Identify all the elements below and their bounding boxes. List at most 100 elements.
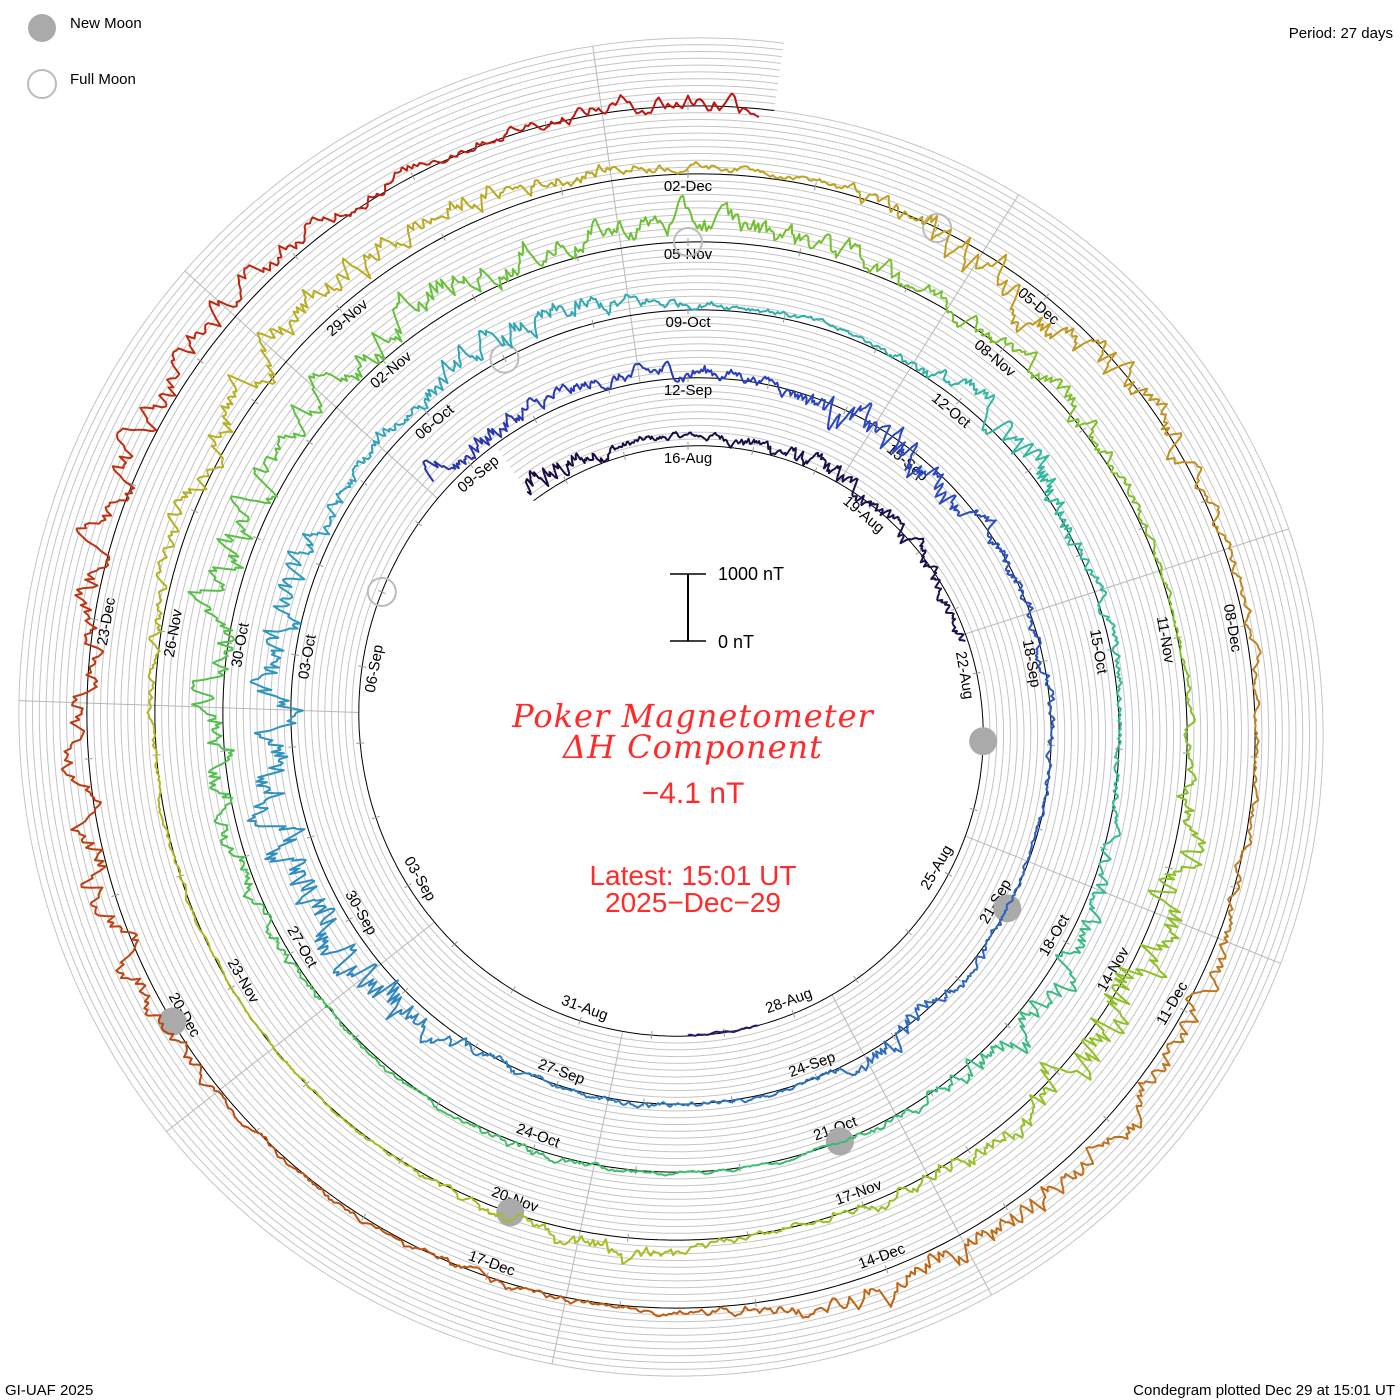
trace-segment [148,626,163,662]
trace-segment [160,530,179,562]
trace-segment [904,457,926,479]
trace-segment [511,241,541,277]
date-label: 09-Oct [665,314,711,331]
trace-segment [207,728,236,759]
trace-segment [377,307,403,344]
trace-segment [1114,966,1168,984]
trace-segment [1010,309,1044,333]
footer-credit: GI-UAF 2025 [5,1382,93,1399]
day-tick [1230,885,1239,890]
grid-spiral [25,44,1317,1370]
trace-segment [854,334,879,348]
trace-segment [209,786,234,818]
trace-segment [633,362,658,374]
trace-segment [959,639,966,642]
trace-segment [354,332,386,365]
trace-segment [115,427,138,466]
trace-segment [1047,1170,1085,1195]
day-tick [410,172,416,181]
trace-segment [653,298,682,309]
trace-segment [698,364,721,382]
day-tick [306,835,315,839]
trace-segment [243,256,282,273]
date-label: 23-Dec [94,596,119,647]
trace-segment [800,1144,827,1157]
trace-segment [852,1127,878,1140]
day-tick [934,224,940,232]
trace-segment [627,1101,652,1109]
trace-segment [295,1072,320,1097]
trace-segment [996,905,1008,927]
grid-spiral [32,51,1310,1363]
trace-segment [604,1095,629,1106]
day-tick [972,671,981,675]
trace-segment [552,460,573,477]
trace-segment [1183,719,1197,752]
trace-segment [572,380,595,392]
trace-segment [989,1040,1029,1057]
trace-segment [696,1100,720,1108]
trace-segment [206,941,224,971]
trace-segment [187,584,225,612]
trace-segment [692,92,733,112]
date-label: 29-Nov [323,296,371,340]
trace-segment [308,371,333,407]
trace-segment [1253,725,1260,761]
trace-segment [1046,758,1053,782]
trace-segment [409,1245,445,1260]
trace-segment [669,431,689,439]
trace-segment [432,1103,457,1120]
day-tick [754,1298,757,1307]
trace-segment [168,1032,193,1065]
trace-segment [508,1286,546,1296]
latest-time: Latest: 15:01 UT [589,860,796,891]
trace-segment [1013,1108,1035,1139]
trace-segment [146,692,155,726]
trace-segment [161,821,174,853]
current-value: −4.1 nT [642,777,745,810]
trace-segment [254,349,276,389]
trace-segment [410,1086,434,1105]
trace-segment [685,1306,722,1317]
day-tick [915,549,923,555]
trace-segment [253,784,285,812]
trace-segment [137,403,168,433]
date-label: 27-Sep [536,1056,587,1089]
trace-segment [319,1188,349,1211]
trace-segment [75,528,111,574]
trace-segment [362,236,398,261]
trace-segment [1175,630,1185,661]
radial-grid-line [838,194,1020,484]
trace-segment [1039,671,1055,693]
trace-segment [687,1033,705,1037]
trace-segment [1044,498,1065,521]
trace-segment [496,1055,516,1075]
day-tick [358,665,367,668]
trace-segment [83,609,99,649]
trace-segment [1081,897,1102,925]
trace-segment [805,451,827,465]
day-tick [1133,386,1141,393]
day-tick [361,1213,367,1221]
trace-segment [782,1221,815,1230]
trace-segment [854,187,890,205]
trace-segment [617,94,657,116]
day-tick [415,520,423,527]
trace-segment [719,1098,744,1104]
trace-segment [395,218,425,249]
day-tick [843,406,848,415]
trace-segment [1075,923,1092,954]
trace-segment [456,1117,482,1133]
trace-segment [1097,351,1135,383]
trace-segment [981,414,1014,436]
trace-segment [990,1209,1024,1235]
trace-segment [893,515,905,538]
baseline-spiral-path [86,105,1256,1309]
trace-segment [479,267,514,291]
trace-segment [1067,418,1098,442]
day-tick [380,357,386,364]
trace-segment [1049,713,1056,738]
trace-segment [911,284,943,298]
day-tick [560,187,564,196]
trace-segment [111,464,136,504]
